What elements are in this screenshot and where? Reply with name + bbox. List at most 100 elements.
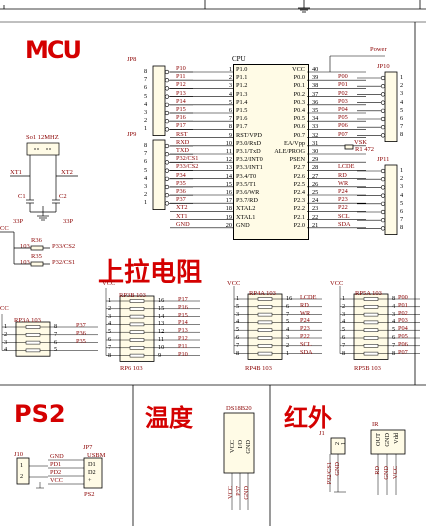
cpu-left-net: P14 <box>176 97 186 105</box>
jp11-pin-number: 6 <box>400 208 404 215</box>
rp5a-name: RP5A <box>355 290 371 297</box>
jp10-label: JP10 <box>377 63 390 70</box>
cpu-right-net: P01 <box>338 81 348 89</box>
ir-pin-name: OUT <box>375 433 382 446</box>
xt1-label: XT1 <box>10 169 22 176</box>
cpu-left-pin-number: 12 <box>225 156 232 164</box>
jp10-body <box>384 71 398 142</box>
pin-circle <box>164 168 170 173</box>
pin-circle <box>164 127 170 132</box>
cpu-right-pin-number: 22 <box>312 213 319 221</box>
cpu-left-net: P10 <box>176 65 186 72</box>
pin-circle <box>380 92 386 97</box>
rp4a-net: P22 <box>300 333 310 340</box>
cpu-left-pin-number: 2 <box>228 74 232 82</box>
mcu-heading: MCU <box>25 36 82 64</box>
rp3b-net: P15 <box>178 311 188 319</box>
pin-circle <box>164 143 170 149</box>
rp3b-left-pin: 4 <box>108 320 112 328</box>
cpu-right-pin-name: P0.5 <box>293 115 305 123</box>
rp5a-right-pin: 4 <box>392 302 396 310</box>
cpu-right-net: P04 <box>338 106 348 113</box>
pin-circle <box>380 218 386 223</box>
rp4a-right-pin: 2 <box>286 341 290 349</box>
cpu-right-pin-name: P2.3 <box>293 197 305 205</box>
r1-resistor <box>344 144 354 150</box>
vsk-label: VSK <box>354 139 368 146</box>
pin-circle <box>164 86 170 91</box>
cpu-left-pin-name: P3.4/T0 <box>236 172 257 180</box>
rp3a-net: P36 <box>76 329 86 337</box>
cpu-left-net: P37 <box>176 196 186 204</box>
cpu-right-net: P00 <box>338 73 348 81</box>
jp11-pin-number: 4 <box>400 191 404 199</box>
rp5a-right-pin: 7 <box>392 341 396 349</box>
pin-circle <box>164 176 170 181</box>
j1-label: J1 <box>319 430 325 437</box>
cpu-left-net: P36 <box>176 188 186 195</box>
cpu-right-pin-number: 21 <box>312 221 319 229</box>
cpu-left-net: P12 <box>176 81 186 89</box>
pin-circle <box>380 125 386 130</box>
pin-circle <box>380 133 386 138</box>
vcc-label-rp3b: VCC <box>102 280 116 287</box>
cpu-left-pin-number: 7 <box>228 115 232 123</box>
cpu-right-pin-name: P0.6 <box>293 123 305 131</box>
jp11-body <box>384 164 398 235</box>
jp11-label: JP11 <box>377 156 390 163</box>
ir-net: GND <box>383 466 390 480</box>
jp7-body <box>83 457 103 489</box>
cpu-left-pin-number: 11 <box>225 148 232 155</box>
jp7-net: GND <box>50 453 64 460</box>
cpu-left-pin-number: 6 <box>228 107 232 114</box>
rp5a-right-pin: 8 <box>392 295 396 302</box>
pin-circle <box>380 84 386 89</box>
rp4a-net: WR <box>300 309 311 317</box>
cpu-left-pin-name: P1.6 <box>236 115 248 123</box>
rp4a-net: P23 <box>300 325 310 333</box>
r35-name: R35 <box>31 253 42 260</box>
cpu-left-net: XT1 <box>176 212 188 220</box>
rp3b-left-pin: 3 <box>108 312 112 320</box>
jp9-body <box>152 139 166 210</box>
jp7-pin-name: D2 <box>88 469 96 476</box>
cpu-right-pin-name: P2.5 <box>293 180 305 188</box>
cpu-left-pin-name: P3.1/TxD <box>236 148 261 155</box>
pin-circle <box>380 116 386 122</box>
rp3b-right-pin: 13 <box>158 320 165 328</box>
rp5a-net: P02 <box>398 309 408 317</box>
rp3b-value: 103 <box>136 292 146 299</box>
c1-label: C1 <box>18 193 26 200</box>
rp4a-net: LCDE <box>300 294 317 301</box>
cpu-left-pin-number: 1 <box>228 66 232 73</box>
cpu-left-net: XT2 <box>176 204 188 212</box>
rp3a-label: RP3A 103 <box>14 317 41 324</box>
cpu-left-net: P33/CS2 <box>176 163 199 171</box>
rp3a-name: RP3A <box>14 317 30 324</box>
rp5a-right-pin: 6 <box>392 334 396 341</box>
cpu-right-net: P23 <box>338 196 348 204</box>
rp5a-net: P06 <box>398 340 408 348</box>
jp7-pin-name: + <box>88 477 92 484</box>
cpu-right-pin-number: 25 <box>312 189 319 196</box>
rp3a-left-pin: 1 <box>4 323 8 330</box>
rp3b-right-pin: 15 <box>158 304 165 312</box>
pin-circle <box>164 119 170 124</box>
rp4b-value: 103 <box>262 365 272 372</box>
pin-circle <box>380 75 386 81</box>
rp4a-left-pin: 5 <box>236 326 240 334</box>
cpu-left-net: RST <box>176 130 188 138</box>
jp10-pin-number: 4 <box>400 98 404 106</box>
rp3a-right-pin: 6 <box>54 338 58 346</box>
cpu-left-pin-name: P3.7/RD <box>236 197 258 205</box>
ir-net: RD <box>374 466 381 475</box>
cpu-left-net: P34 <box>176 171 186 179</box>
cpu-left-net: P35 <box>176 179 186 187</box>
cpu-right-pin-number: 33 <box>312 123 319 131</box>
rp4b-name: RP4B <box>245 365 261 372</box>
crystal-label: So1 12MHZ <box>26 134 59 141</box>
cpu-right-net: P06 <box>338 122 348 130</box>
